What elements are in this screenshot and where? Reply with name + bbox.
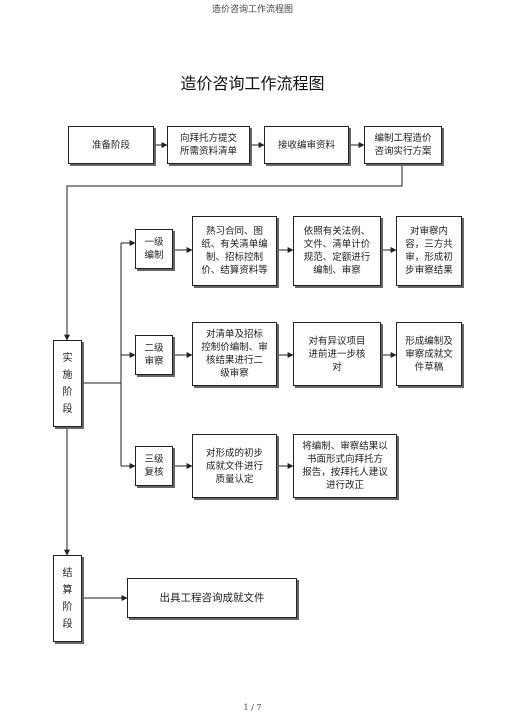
level-3-step-2: 将编制、审察结果以 书面形式向拜托方 报告，按拜托人建议 进行改正 — [293, 434, 397, 498]
level-3-step-1: 对形成的初步 成就文件进行 质量认定 — [192, 434, 277, 498]
level-1-step-1: 熟习合同、图 纸、有关清单编 制、招标控制 价、结算资料等 — [192, 216, 277, 286]
level-1-label: 一级 编制 — [135, 229, 173, 269]
step-receive-materials: 接收编审资料 — [264, 126, 349, 164]
step-consulting-plan: 编制工程造价 咨询实行方案 — [364, 126, 442, 164]
level-1-step-2: 依照有关法例、 文件、清单计价 规范、定额进行 编制、审察 — [293, 216, 381, 286]
level-2-label: 二级 审察 — [135, 335, 173, 375]
diagram-title: 造价咨询工作流程图 — [180, 74, 325, 93]
level-2-step-1: 对清单及招标 控制价编制、审 核结果进行二 级审察 — [192, 322, 277, 386]
stage-settlement: 结 算 阶 段 — [53, 555, 82, 642]
step-preparation: 准备阶段 — [68, 126, 154, 164]
page-header: 造价咨询工作流程图 — [211, 5, 293, 15]
level-2-step-2: 对有异议项目 进前进一步核 对 — [293, 322, 381, 386]
page-number: 1 / 7 — [243, 703, 262, 712]
level-1-step-3: 对审察内 容，三方共 审，形成初 步审察结果 — [396, 216, 462, 286]
stage-implementation: 实 施 阶 段 — [53, 340, 82, 427]
step-submit-material-list: 向拜托方提交 所需资料清单 — [167, 126, 250, 164]
level-3-label: 三级 复核 — [135, 446, 173, 486]
final-output: 出具工程咨询成就文件 — [127, 578, 297, 618]
level-2-step-3: 形成编制及 审察成就文 件草稿 — [396, 322, 462, 386]
